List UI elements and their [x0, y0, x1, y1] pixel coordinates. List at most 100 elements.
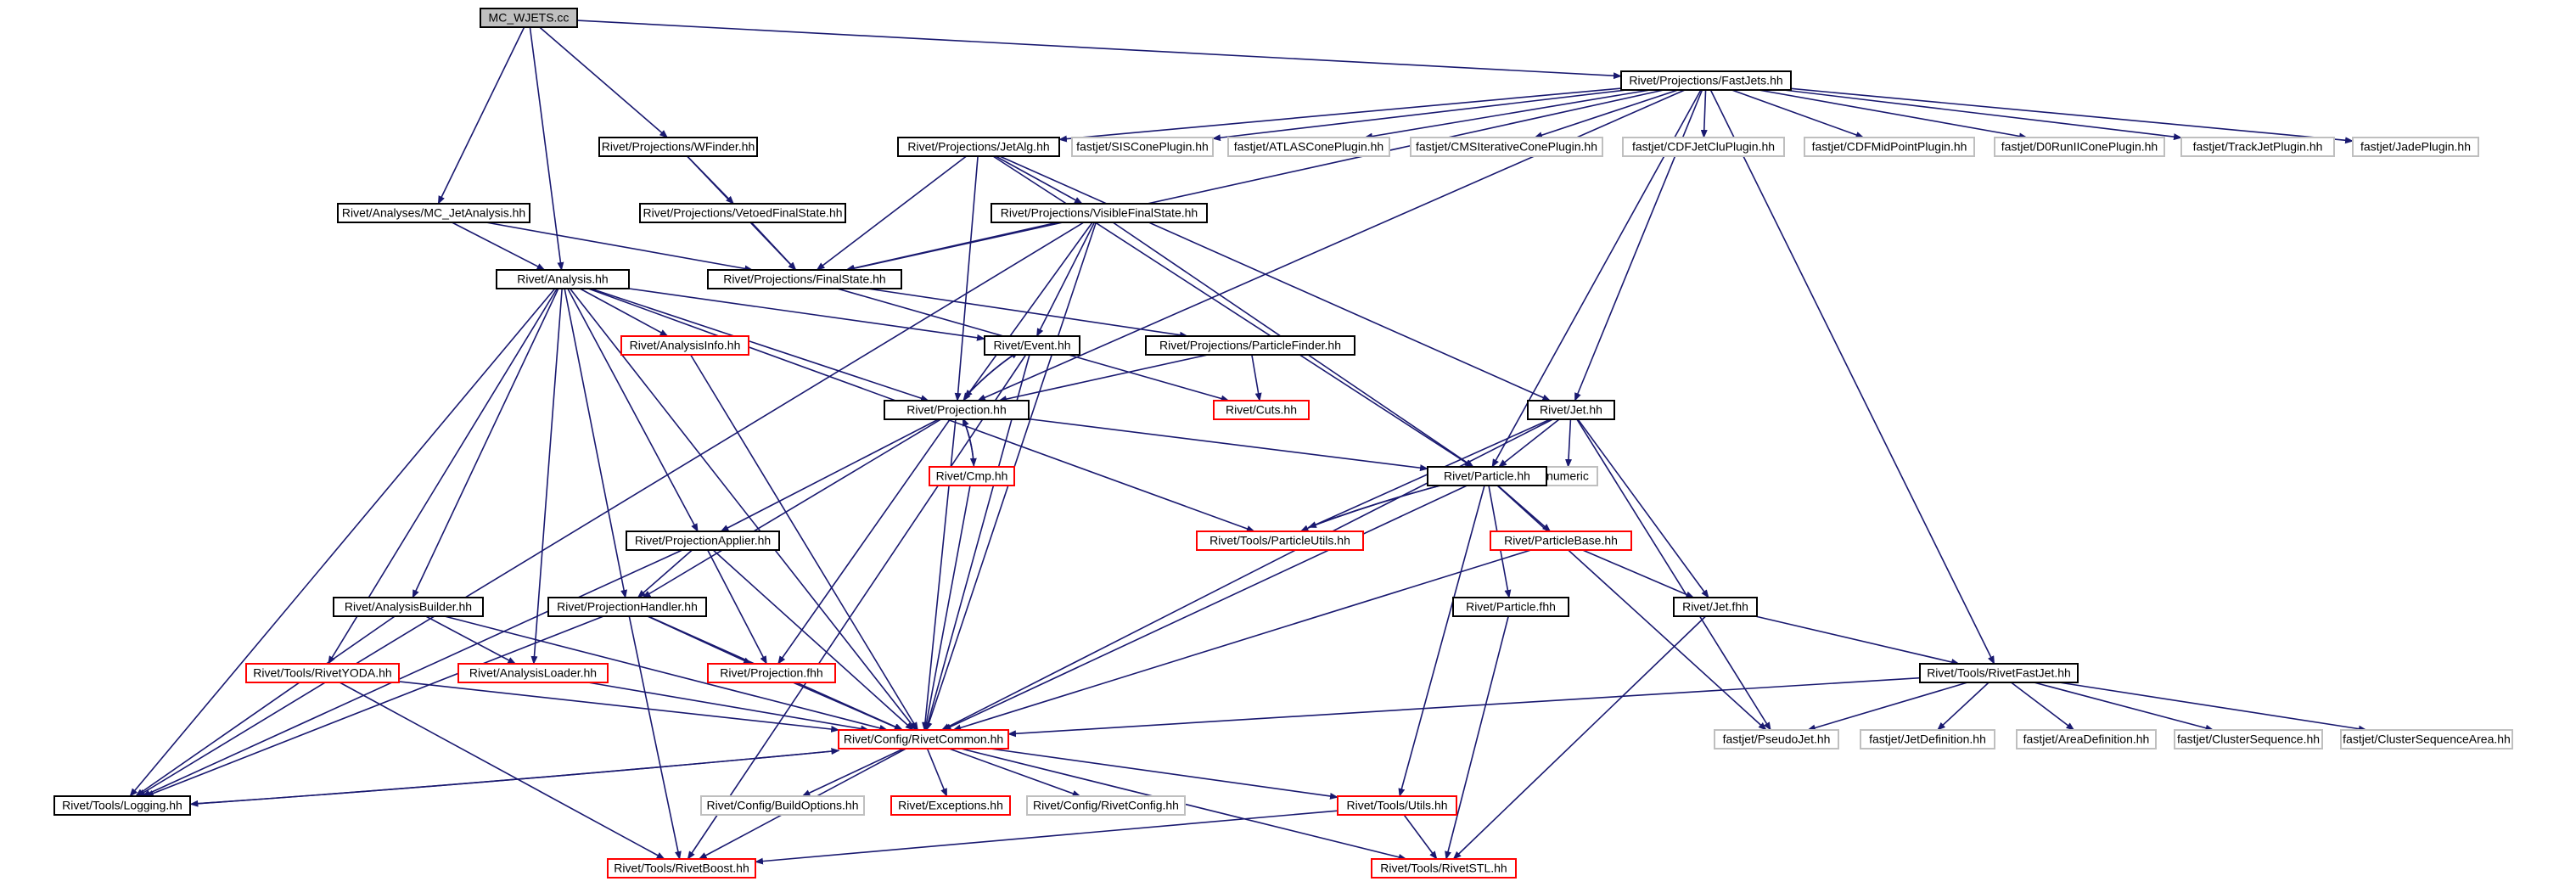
node-particlefhh[interactable]: Rivet/Particle.fhh — [1452, 597, 1569, 617]
edge-utils-to-rivetboost — [755, 810, 1339, 865]
node-rivetboost[interactable]: Rivet/Tools/RivetBoost.hh — [607, 858, 756, 879]
node-box-finalstate — [707, 269, 902, 289]
edge-jetalg-to-projection — [954, 155, 979, 401]
node-label-wfinder: Rivet/Projections/WFinder.hh — [602, 140, 755, 154]
node-label-rivetfastjet: Rivet/Tools/RivetFastJet.hh — [1927, 666, 2071, 680]
edge-cmp-to-projection — [962, 417, 975, 466]
node-d0run[interactable]: fastjet/D0RunIIConePlugin.hh — [1994, 137, 2165, 157]
node-box-particle — [1427, 466, 1547, 486]
node-box-jetalg — [897, 137, 1060, 157]
edge-jetalg-to-particle — [992, 155, 1473, 468]
node-label-jet: Rivet/Jet.hh — [1540, 403, 1602, 417]
node-box-exceptions — [890, 795, 1011, 816]
node-numeric[interactable]: numeric — [1537, 466, 1598, 486]
node-wfinder[interactable]: Rivet/Projections/WFinder.hh — [598, 137, 758, 157]
node-projection[interactable]: Rivet/Projection.hh — [884, 400, 1030, 420]
node-fastjets[interactable]: Rivet/Projections/FastJets.hh — [1620, 70, 1792, 91]
edge-particle-to-particleutils — [1307, 480, 1456, 528]
node-particlebase[interactable]: Rivet/ParticleBase.hh — [1490, 531, 1632, 551]
node-analysisinfo[interactable]: Rivet/AnalysisInfo.hh — [620, 335, 749, 356]
node-jade[interactable]: fastjet/JadePlugin.hh — [2352, 137, 2479, 157]
node-exceptions[interactable]: Rivet/Exceptions.hh — [890, 795, 1011, 816]
node-analysisloader[interactable]: Rivet/AnalysisLoader.hh — [457, 663, 609, 683]
edge-fastjets-to-finalstate — [845, 89, 1664, 272]
node-label-rivetstl: Rivet/Tools/RivetSTL.hh — [1380, 862, 1507, 875]
node-siscone[interactable]: fastjet/SISConePlugin.hh — [1071, 137, 1214, 157]
edge-projhandler-to-logging — [145, 615, 604, 797]
node-rivetconfig[interactable]: Rivet/Config/RivetConfig.hh — [1026, 795, 1186, 816]
edge-projection-to-rivetcommon — [922, 418, 957, 731]
node-rivetcommon[interactable]: Rivet/Config/RivetCommon.hh — [838, 729, 1009, 749]
node-box-analysisinfo — [620, 335, 749, 356]
node-vetoed[interactable]: Rivet/Projections/VetoedFinalState.hh — [639, 203, 846, 223]
node-root[interactable]: MC_WJETS.cc — [480, 8, 578, 28]
node-logging[interactable]: Rivet/Tools/Logging.hh — [53, 795, 191, 816]
node-label-particlefhh: Rivet/Particle.fhh — [1466, 600, 1556, 614]
edge-root-to-wfinder — [539, 26, 669, 138]
edge-analysis-to-rivetcommon — [569, 288, 917, 731]
node-projhandler[interactable]: Rivet/ProjectionHandler.hh — [547, 597, 707, 617]
node-pseudojet[interactable]: fastjet/PseudoJet.hh — [1714, 729, 1839, 749]
edge-analysis-to-analysisbuilder — [412, 288, 559, 598]
node-areadef[interactable]: fastjet/AreaDefinition.hh — [2016, 729, 2157, 749]
node-trackjet[interactable]: fastjet/TrackJetPlugin.hh — [2180, 137, 2335, 157]
node-projapplier[interactable]: Rivet/ProjectionApplier.hh — [626, 531, 780, 551]
edge-particlefhh-to-rivetstl — [1445, 615, 1509, 860]
node-label-d0run: fastjet/D0RunIIConePlugin.hh — [2001, 140, 2158, 154]
edge-analysis-to-logging — [129, 288, 556, 797]
node-label-siscone: fastjet/SISConePlugin.hh — [1076, 140, 1209, 154]
edge-jet-to-particleutils — [1299, 418, 1551, 532]
node-mcjet[interactable]: Rivet/Analyses/MC_JetAnalysis.hh — [337, 203, 530, 223]
node-label-rivetcommon: Rivet/Config/RivetCommon.hh — [844, 733, 1003, 746]
edge-projection-to-particle — [1028, 418, 1428, 472]
edge-analysisbuilder-to-rivetcommon — [444, 615, 889, 732]
node-label-clusterseqarea: fastjet/ClusterSequenceArea.hh — [2343, 733, 2511, 746]
edge-rivetfastjet-to-rivetcommon — [1007, 676, 1921, 738]
node-cdfjetclu[interactable]: fastjet/CDFJetCluPlugin.hh — [1622, 137, 1785, 157]
node-rivetstl[interactable]: Rivet/Tools/RivetSTL.hh — [1371, 858, 1517, 879]
node-utils[interactable]: Rivet/Tools/Utils.hh — [1337, 795, 1457, 816]
node-finalstate[interactable]: Rivet/Projections/FinalState.hh — [707, 269, 902, 289]
edge-finalstate-to-particlefinder — [867, 288, 1188, 339]
edge-jetfhh-to-rivetfastjet — [1754, 615, 1960, 665]
node-label-rivetconfig: Rivet/Config/RivetConfig.hh — [1033, 799, 1179, 812]
edge-fastjets-to-cdfmid — [1731, 89, 1865, 138]
edge-jet-to-particle — [1498, 418, 1560, 468]
node-event[interactable]: Rivet/Event.hh — [984, 335, 1080, 356]
node-jet[interactable]: Rivet/Jet.hh — [1527, 400, 1615, 420]
edge-rivetfastjet-to-areadef — [2011, 682, 2075, 731]
node-particle[interactable]: Rivet/Particle.hh — [1427, 466, 1547, 486]
edge-rivetfastjet-to-pseudojet — [1806, 682, 1968, 732]
edge-rivetcommon-to-utils — [990, 748, 1339, 800]
edge-layer — [129, 20, 2367, 865]
node-rivetyoda[interactable]: Rivet/Tools/RivetYODA.hh — [245, 663, 400, 683]
node-label-projapplier: Rivet/ProjectionApplier.hh — [635, 534, 771, 547]
node-label-particleutils: Rivet/Tools/ParticleUtils.hh — [1209, 534, 1350, 547]
edge-analysisbuilder-to-logging — [135, 615, 396, 797]
node-cuts[interactable]: Rivet/Cuts.hh — [1213, 400, 1310, 420]
node-cdfmid[interactable]: fastjet/CDFMidPointPlugin.hh — [1804, 137, 1975, 157]
node-projectionfhh[interactable]: Rivet/Projection.fhh — [707, 663, 836, 683]
edge-analysis-to-analysisloader — [530, 288, 563, 665]
node-jetalg[interactable]: Rivet/Projections/JetAlg.hh — [897, 137, 1060, 157]
edge-jet-to-jetfhh — [1577, 418, 1709, 598]
node-box-event — [984, 335, 1080, 356]
node-rivetfastjet[interactable]: Rivet/Tools/RivetFastJet.hh — [1919, 663, 2079, 683]
node-clusterseqarea[interactable]: fastjet/ClusterSequenceArea.hh — [2340, 729, 2513, 749]
node-jetdef[interactable]: fastjet/JetDefinition.hh — [1860, 729, 1995, 749]
node-visible[interactable]: Rivet/Projections/VisibleFinalState.hh — [991, 203, 1208, 223]
node-atlascone[interactable]: fastjet/ATLASConePlugin.hh — [1227, 137, 1390, 157]
node-buildoptions[interactable]: Rivet/Config/BuildOptions.hh — [700, 795, 865, 816]
node-box-root — [480, 8, 578, 28]
edge-rivetcommon-to-rivetconfig — [949, 748, 1081, 797]
node-analysisbuilder[interactable]: Rivet/AnalysisBuilder.hh — [333, 597, 484, 617]
node-cmsiter[interactable]: fastjet/CMSIterativeConePlugin.hh — [1410, 137, 1603, 157]
node-particlefinder[interactable]: Rivet/Projections/ParticleFinder.hh — [1145, 335, 1355, 356]
node-clusterseq[interactable]: fastjet/ClusterSequence.hh — [2174, 729, 2323, 749]
edge-fastjets-to-jade — [1790, 87, 2354, 144]
node-analysis[interactable]: Rivet/Analysis.hh — [496, 269, 630, 289]
node-particleutils[interactable]: Rivet/Tools/ParticleUtils.hh — [1196, 531, 1364, 551]
edge-root-to-fastjets — [576, 20, 1622, 80]
node-cmp[interactable]: Rivet/Cmp.hh — [929, 466, 1015, 486]
node-jetfhh[interactable]: Rivet/Jet.fhh — [1673, 597, 1758, 617]
